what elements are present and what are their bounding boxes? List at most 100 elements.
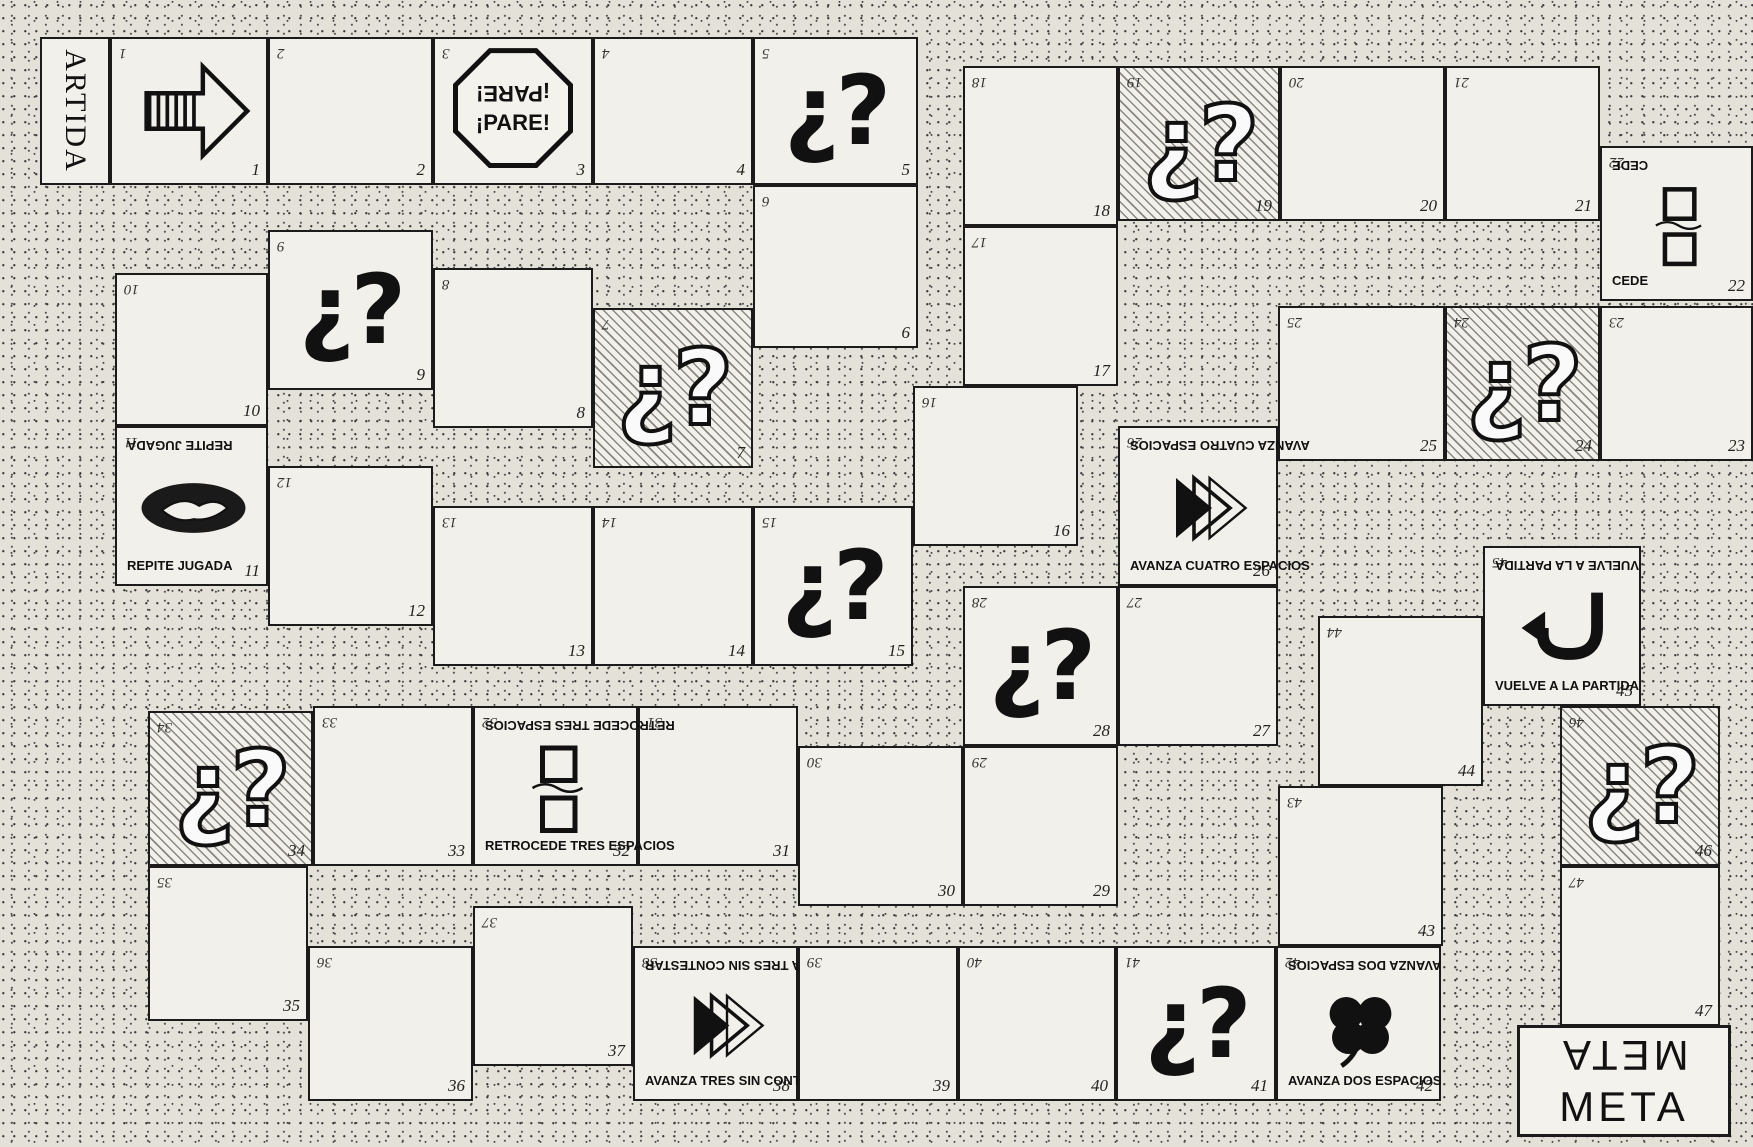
square-number-mirrored: 21	[1454, 73, 1469, 90]
square-number-mirrored: 10	[124, 280, 139, 297]
square-number: 21	[1575, 196, 1592, 216]
special-label: VUELVE A LA PARTIDA	[1495, 678, 1639, 693]
square-number-mirrored: 25	[1287, 313, 1302, 330]
board-square-21: 21 21	[1445, 66, 1600, 221]
special-label-mirrored: RETROCEDE TRES ESPACIOS	[485, 718, 675, 733]
square-number-mirrored: 29	[972, 753, 987, 770]
square-number-mirrored: 17	[972, 233, 987, 250]
square-number-mirrored: 18	[972, 73, 987, 90]
square-number: 31	[773, 841, 790, 861]
board-square-6: 66	[753, 185, 918, 348]
square-number: 20	[1420, 196, 1437, 216]
question-mark-icon: ¿?	[1120, 68, 1278, 219]
square-number-mirrored: 43	[1287, 793, 1302, 810]
special-label: REPITE JUGADA	[127, 558, 232, 573]
square-number-mirrored: 47	[1569, 873, 1584, 890]
square-number: 43	[1418, 921, 1435, 941]
square-number-mirrored: 12	[277, 473, 292, 490]
handshake-icon	[137, 458, 250, 558]
square-number: 13	[568, 641, 585, 661]
question-mark-icon: ¿?	[965, 588, 1116, 744]
question-mark-icon: ¿?	[595, 310, 751, 466]
clover-icon	[1298, 978, 1423, 1073]
forward-arrow-icon	[117, 47, 265, 175]
special-label-mirrored: AVANZA CUATRO ESPACIOS	[1130, 438, 1310, 453]
square-number: 40	[1091, 1076, 1108, 1096]
square-number: 12	[408, 601, 425, 621]
square-number: 10	[243, 401, 260, 421]
square-number-mirrored: 4	[602, 44, 610, 61]
stop-text: ¡PARE!	[476, 108, 550, 138]
special-label: AVANZA CUATRO ESPACIOS	[1130, 558, 1310, 573]
square-number-mirrored: 3	[442, 44, 450, 61]
square-number-mirrored: 14	[602, 513, 617, 530]
board-square-35: 35 35	[148, 866, 308, 1021]
go-back-door-icon	[1622, 178, 1735, 273]
finish-label-mirrored: META	[1559, 1029, 1689, 1081]
square-number-mirrored: 30	[807, 753, 822, 770]
board-square-39: 39 39	[798, 946, 958, 1101]
square-number: 30	[938, 881, 955, 901]
square-number: 27	[1253, 721, 1270, 741]
special-label-mirrored: VUELVE A LA PARTIDA	[1495, 558, 1639, 573]
question-mark-icon: ¿?	[1118, 948, 1274, 1099]
square-number: 4	[737, 160, 746, 180]
square-number: 37	[608, 1041, 625, 1061]
square-number: 2	[417, 160, 426, 180]
advance-triangles-icon	[655, 978, 780, 1073]
board-square-45: 4545VUELVE A LA PARTIDAVUELVE A LA PARTI…	[1483, 546, 1641, 706]
special-label-mirrored: REPITE JUGADA	[127, 438, 232, 453]
board-square-37: 37 37	[473, 906, 633, 1066]
board-square-36: 3636	[308, 946, 473, 1101]
start-label-box: ARTIDA	[40, 37, 110, 185]
square-number-mirrored: 40	[967, 953, 982, 970]
square-number: 17	[1093, 361, 1110, 381]
square-number: 22	[1728, 276, 1745, 296]
board-square-14: 14 14	[593, 506, 753, 666]
board-square-8: 88	[433, 268, 593, 428]
square-number: 16	[1053, 521, 1070, 541]
special-label-mirrored: AVANZA DOS ESPACIOS	[1288, 958, 1441, 973]
stop-text-mirrored: ¡PARE!	[476, 78, 550, 108]
board-square-29: 2929	[963, 746, 1118, 906]
square-number: 33	[448, 841, 465, 861]
square-number: 3	[577, 160, 586, 180]
board-square-7: 77¿?	[593, 308, 753, 468]
square-number: 35	[283, 996, 300, 1016]
square-number-mirrored: 37	[482, 913, 497, 930]
square-number-mirrored: 6	[762, 192, 770, 209]
square-number-mirrored: 16	[922, 393, 937, 410]
board-square-10: 10 10	[115, 273, 268, 426]
square-number-mirrored: 35	[157, 873, 172, 890]
square-number-mirrored: 20	[1289, 73, 1304, 90]
special-label: RETROCEDE TRES ESPACIOS	[485, 838, 675, 853]
square-number: 47	[1695, 1001, 1712, 1021]
square-number-mirrored: 23	[1609, 313, 1624, 330]
square-number-mirrored: 39	[807, 953, 822, 970]
square-number-mirrored: 27	[1127, 593, 1142, 610]
special-label-mirrored: CEDE	[1612, 158, 1648, 173]
square-number-mirrored: 44	[1327, 623, 1342, 640]
square-number-mirrored: 36	[317, 953, 332, 970]
square-number-mirrored: 2	[277, 44, 285, 61]
square-number: 14	[728, 641, 745, 661]
question-mark-icon: ¿?	[755, 508, 911, 664]
square-number: 11	[244, 561, 260, 581]
u-turn-arrow-icon	[1505, 578, 1623, 678]
square-number: 39	[933, 1076, 950, 1096]
question-mark-icon: ¿?	[755, 39, 916, 183]
